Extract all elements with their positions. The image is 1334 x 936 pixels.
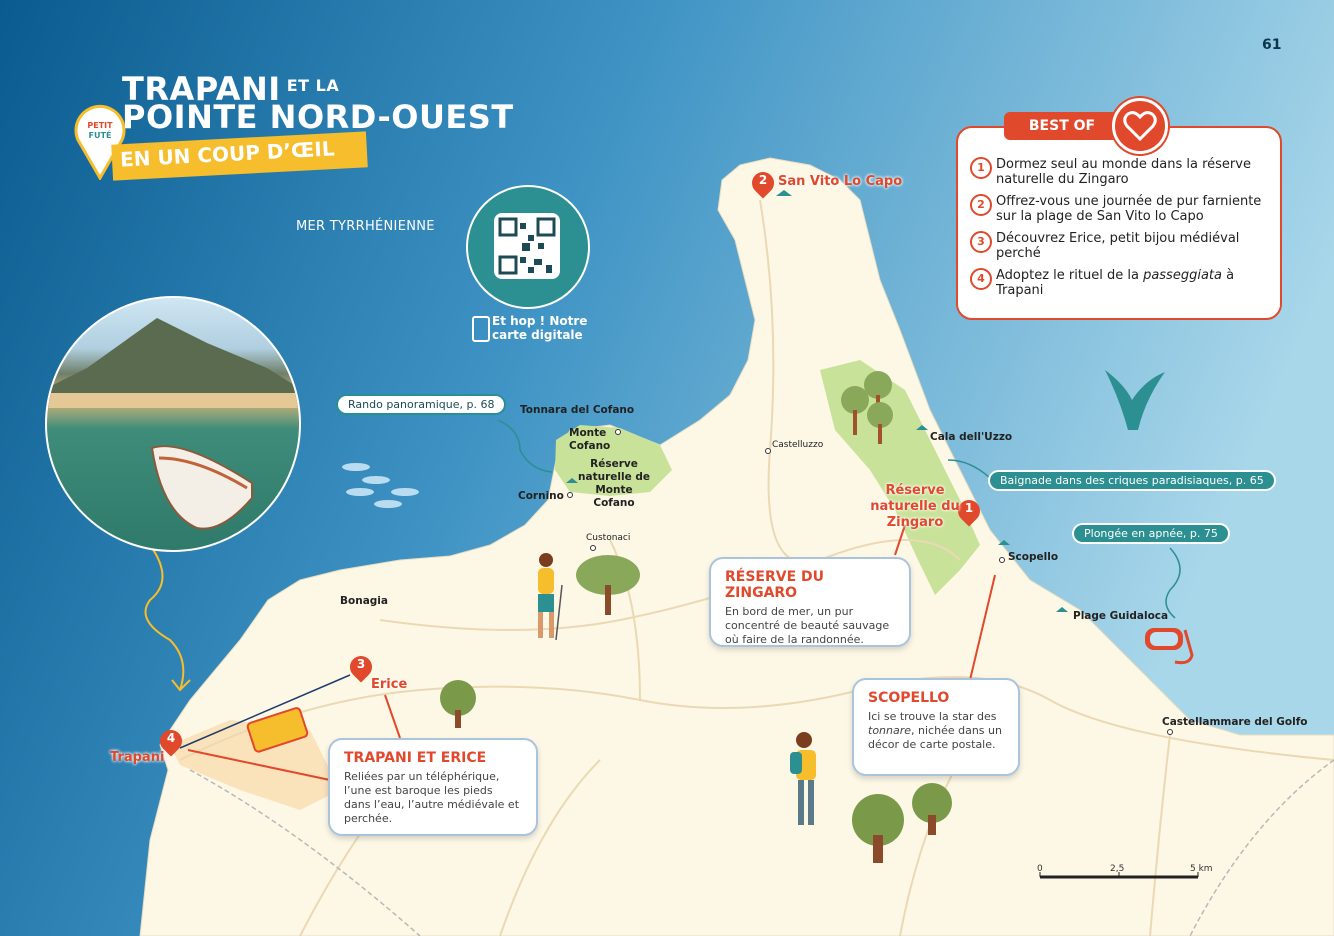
best-of-text-2: Offrez-vous une journée de pur farniente…: [996, 194, 1262, 224]
qr-bubble[interactable]: [466, 185, 590, 309]
label-scopello: Scopello: [1008, 551, 1059, 563]
phone-hand-icon: [472, 316, 490, 342]
label-bonagia: Bonagia: [340, 595, 388, 607]
info-zingaro-title: RÉSERVE DU ZINGARO: [725, 569, 825, 601]
best-of-text-1: Dormez seul au monde dans la réserve nat…: [996, 157, 1251, 187]
label-tonnara: Tonnara del Cofano: [520, 404, 635, 416]
info-scopello-title: SCOPELLO: [868, 690, 950, 706]
tag-rando: Rando panoramique, p. 68: [336, 394, 507, 415]
baignade-arrow: [947, 459, 991, 479]
plongee-arrow: [1165, 547, 1181, 619]
best-of-num-1: 1: [970, 157, 992, 179]
trees: [440, 371, 952, 863]
tag-plongee: Plongée en apnée, p. 75: [1072, 523, 1230, 544]
best-of-text-4: Adoptez le rituel de la passeggiata à Tr…: [996, 268, 1270, 298]
photo-drawing: [47, 318, 299, 530]
qr-code[interactable]: [494, 213, 560, 279]
best-of-item-4: 4 Adoptez le rituel de la passeggiata à …: [970, 268, 1270, 298]
rando-arrow: [497, 419, 553, 473]
label-guidaloca: Plage Guidaloca: [1073, 610, 1169, 622]
best-of-text-4-italic: passeggiata: [1143, 268, 1222, 283]
label-monte-cofano: Monte Cofano: [569, 427, 611, 452]
whale-tail: [1105, 370, 1165, 430]
sea-label: MER TYRRHÉNIENNE: [296, 219, 435, 234]
scale-bar: [1039, 872, 1199, 879]
label-castellammare: Castellammare del Golfo: [1162, 716, 1308, 728]
label-trapani[interactable]: Trapani: [110, 750, 165, 765]
title-et-la: ET LA: [286, 76, 340, 95]
harbour-photo: [45, 296, 301, 552]
info-zingaro-text: En bord de mer, un pur concentré de beau…: [725, 605, 890, 646]
info-box-trapani-erice: TRAPANI ET ERICE Reliées par un téléphér…: [328, 738, 538, 836]
scale-label-max: 5 km: [1190, 864, 1213, 874]
best-of-item-3: 3 Découvrez Erice, petit bijou médiéval …: [970, 231, 1270, 261]
info-scopello-text-b: , nichée dans un décor de carte postale.: [868, 724, 1002, 751]
label-san-vito[interactable]: San Vito Lo Capo: [778, 174, 903, 189]
info-scopello-text-a: Ici se trouve la star des: [868, 710, 997, 723]
qr-pattern-icon: [498, 217, 556, 275]
beach-umbrellas: [566, 190, 1068, 612]
fish-group: [342, 463, 419, 508]
info-trapani-erice-title: TRAPANI ET ERICE: [344, 750, 487, 766]
cable-car-line: [179, 674, 351, 749]
railway: [189, 759, 1334, 936]
marker-erice-num: 3: [356, 657, 366, 671]
title-line-1: TRAPANI ET LA: [122, 70, 339, 108]
info-box-scopello: SCOPELLO Ici se trouve la star des tonna…: [852, 678, 1020, 776]
info-scopello-text: Ici se trouve la star des tonnare, niché…: [868, 710, 1004, 752]
label-erice[interactable]: Erice: [371, 677, 408, 692]
info-trapani-erice-text: Reliées par un téléphérique, l’une est b…: [344, 770, 520, 825]
best-of-item-1: 1 Dormez seul au monde dans la réserve n…: [970, 157, 1270, 187]
cable-car-cabin: [246, 707, 309, 753]
best-of-num-4: 4: [970, 268, 992, 290]
label-zingaro[interactable]: Réserve naturelle du Zingaro: [870, 483, 960, 530]
best-of-num-3: 3: [970, 231, 992, 253]
town-dots: [567, 429, 1173, 735]
info-box-zingaro: RÉSERVE DU ZINGARO En bord de mer, un pu…: [709, 557, 911, 647]
heart-icon: [1112, 98, 1168, 154]
page-number: 61: [1262, 37, 1282, 53]
marker-san-vito-num: 2: [758, 173, 768, 187]
reserve-cofano-area: [555, 425, 672, 496]
photo-trail: [144, 544, 185, 691]
title-trapani: TRAPANI: [122, 70, 281, 108]
scale-label-0: 0: [1037, 864, 1043, 874]
best-of-num-2: 2: [970, 194, 992, 216]
petit-fute-logo: PETIT FUTÉ: [74, 104, 126, 180]
heart-icon-shape: [1123, 111, 1157, 142]
svg-text:PETIT: PETIT: [87, 121, 113, 130]
snorkel-mask: [1145, 628, 1194, 665]
reserve-zingaro-area: [820, 360, 980, 595]
label-riserva-cofano: Réserve naturelle de Monte Cofano: [578, 458, 650, 509]
scale-label-mid: 2,5: [1110, 864, 1125, 874]
tag-baignade: Baignade dans des criques paradisiaques,…: [988, 470, 1276, 491]
title-line-2: POINTE NORD-OUEST: [122, 98, 514, 136]
pointer-arrows: [187, 524, 996, 781]
best-of-text-3: Découvrez Erice, petit bijou médiéval pe…: [996, 231, 1240, 261]
label-cala-uzzo: Cala dell'Uzzo: [930, 431, 1013, 443]
marker-zingaro-num: 1: [964, 501, 974, 515]
info-scopello-text-italic: tonnare: [868, 724, 912, 737]
hiker-figure: [538, 553, 563, 641]
best-of-text-4a: Adoptez le rituel de la: [996, 268, 1139, 283]
label-cornino: Cornino: [518, 490, 564, 502]
qr-caption: Et hop ! Notre carte digitale: [492, 314, 588, 342]
label-custonaci: Custonaci: [586, 533, 631, 543]
best-of-label: BEST OF: [1004, 112, 1120, 140]
label-castelluzzo: Castelluzzo: [772, 440, 824, 450]
marker-trapani-num: 4: [166, 731, 176, 745]
photographer-figure: [790, 732, 816, 825]
svg-text:FUTÉ: FUTÉ: [89, 129, 112, 140]
best-of-item-2: 2 Offrez-vous une journée de pur farnien…: [970, 194, 1270, 224]
best-of-text-4b: à Trapani: [996, 268, 1235, 298]
